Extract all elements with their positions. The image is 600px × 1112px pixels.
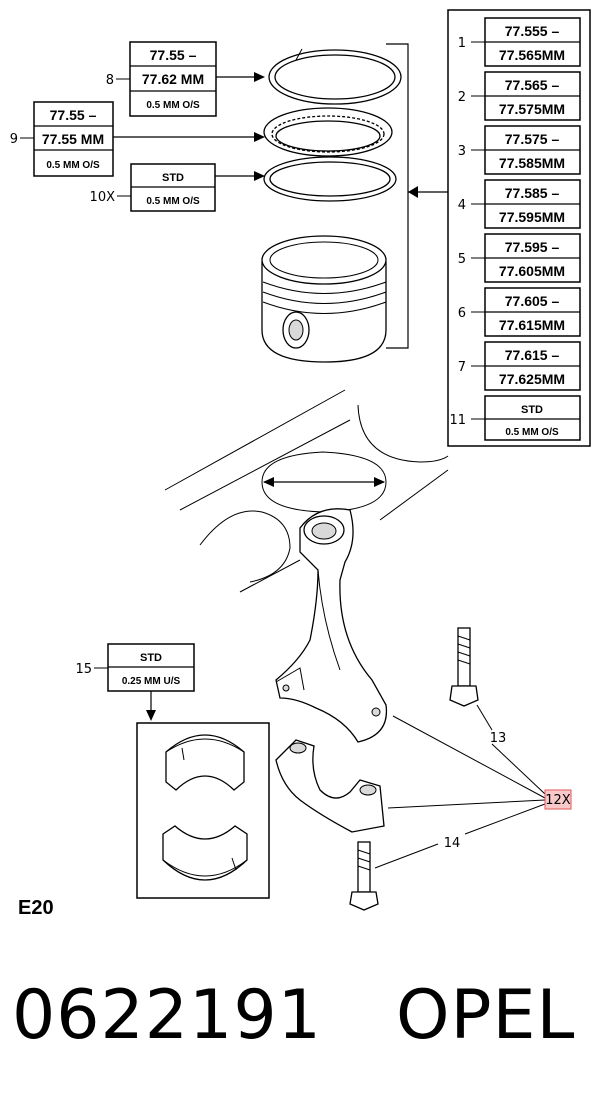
rod-bolt-lower [349,841,379,911]
section-code: E20 [18,897,54,919]
callout-11-line-2: 0.5 MM O/S [505,427,559,438]
callout-7-line-1: 77.615 – [505,347,560,363]
callout-15-number: 15 [75,662,92,677]
callout-2-line-1: 77.565 – [505,77,560,93]
callout-10x-line-1: STD [162,172,184,184]
callout-5-line-2: 77.605MM [499,263,565,279]
callout-3-line-2: 77.585MM [499,155,565,171]
connecting-rod-cap [275,739,385,833]
callout-9-line-1: 77.55 – [50,107,97,123]
callout-3-line-1: 77.575 – [505,131,560,147]
callout-11: STD 0.5 MM O/S 11 [449,395,581,441]
callout-9-line-3: 0.5 MM O/S [46,160,100,171]
callout-7-number: 7 [458,360,466,375]
piston-ring-middle [263,156,397,202]
callout-1: 77.555 – 77.565MM 1 [458,17,581,67]
callout-9: 77.55 – 77.55 MM 0.5 MM O/S 9 [10,101,114,177]
callout-6: 77.605 – 77.615MM 6 [458,287,581,337]
callout-3: 77.575 – 77.585MM 3 [458,125,581,175]
callout-5: 77.595 – 77.605MM 5 [458,233,581,283]
callout-10x-line-2: 0.5 MM O/S [146,196,200,207]
part-number-13: 13 [490,731,507,746]
callout-7-line-2: 77.625MM [499,371,565,387]
callout-6-number: 6 [458,306,466,321]
callout-4-line-1: 77.585 – [505,185,560,201]
piston-ring-oil [263,107,393,157]
callout-11-number: 11 [449,413,466,428]
callout-2: 77.565 – 77.575MM 2 [458,71,581,121]
piston [261,235,387,363]
callout-6-line-1: 77.605 – [505,293,560,309]
callout-15-line-2: 0.25 MM U/S [122,676,181,687]
svg-text:14: 14 [444,836,461,851]
bearing-shells-box [136,722,270,899]
callout-7: 77.615 – 77.625MM 7 [458,341,581,391]
callout-1-number: 1 [458,36,466,51]
brand-name: OPEL [396,976,576,1055]
callout-4-line-2: 77.595MM [499,209,565,225]
callout-1-line-2: 77.565MM [499,47,565,63]
cylinder-block [164,389,449,593]
callout-2-number: 2 [458,90,466,105]
part-number-12x: 12X [544,789,572,810]
svg-text:12X: 12X [545,793,571,808]
svg-text:13: 13 [490,731,507,746]
callout-10x-number: 10X [90,190,116,205]
callout-5-line-1: 77.595 – [505,239,560,255]
callout-15: STD 0.25 MM U/S 15 [75,643,195,692]
callout-6-line-2: 77.615MM [499,317,565,333]
callout-1-line-1: 77.555 – [505,23,560,39]
catalog-code: 0622191 [12,976,322,1055]
callout-9-number: 9 [10,132,18,147]
callout-4: 77.585 – 77.595MM 4 [458,179,581,229]
piston-ring-top [268,48,402,105]
callout-11-line-1: STD [521,404,543,416]
callout-8-line-1: 77.55 – [150,47,197,63]
rod-bolt-upper [449,627,479,707]
group-bracket [386,43,409,349]
connecting-rod [275,508,388,743]
callout-2-line-2: 77.575MM [499,101,565,117]
callout-8-number: 8 [106,73,114,88]
callout-9-line-2: 77.55 MM [42,131,104,147]
callout-8-line-3: 0.5 MM O/S [146,100,200,111]
part-number-14: 14 [444,836,461,851]
callout-5-number: 5 [458,252,466,267]
callout-10x: STD 0.5 MM O/S 10X [90,163,216,212]
callout-15-line-1: STD [140,652,162,664]
callout-3-number: 3 [458,144,466,159]
callout-8-line-2: 77.62 MM [142,71,204,87]
callout-4-number: 4 [458,198,466,213]
callout-8: 77.55 – 77.62 MM 0.5 MM O/S 8 [106,41,217,117]
